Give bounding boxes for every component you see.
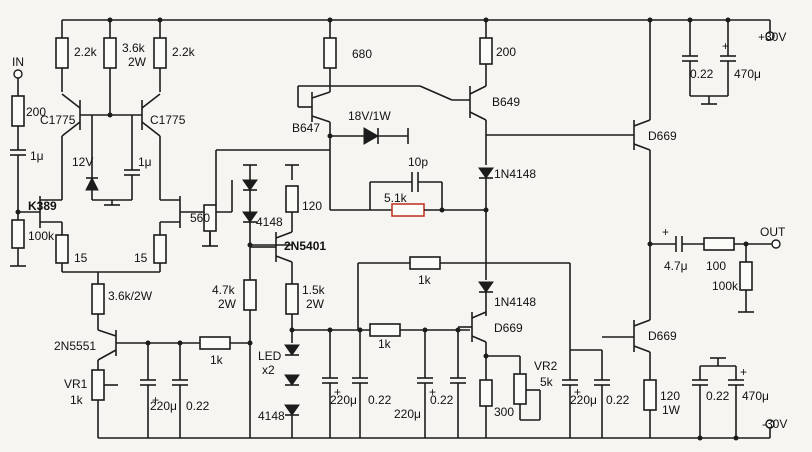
- vr2-val-label: 5k: [540, 375, 554, 389]
- q-2n5401-label: 2N5401: [284, 239, 326, 253]
- in-label: IN: [12, 55, 24, 69]
- r-5k1-label: 5.1k: [384, 191, 408, 205]
- plus-c-220u-a: +: [152, 393, 159, 407]
- c-022-a-label: 0.22: [186, 399, 210, 413]
- feedback-network: [369, 172, 489, 217]
- led-count-label: x2: [262, 363, 275, 377]
- plus-c-47u: +: [662, 225, 669, 239]
- input-terminal: [10, 69, 40, 267]
- plus-c-220u-d: +: [574, 385, 581, 399]
- w-1k5-label: 2W: [306, 297, 325, 311]
- jfet-source-resistors: [55, 234, 167, 284]
- supply-decoupling: [682, 17, 744, 441]
- q-c1775-right-label: C1775: [150, 113, 186, 127]
- z-12v-label: 12V: [72, 155, 93, 169]
- c-220u-b-label: 220μ: [330, 393, 357, 407]
- q-2n5401-transistor: [250, 164, 299, 284]
- plus-c-470u-bot: +: [740, 365, 747, 379]
- q-d669-c-label: D669: [648, 329, 677, 343]
- mid-bias-line: [357, 256, 578, 438]
- bias-string-upper: [202, 164, 292, 248]
- w-120-1w-label: 1W: [662, 403, 681, 417]
- c-1u-mid-label: 1μ: [138, 155, 152, 169]
- r-2k2-right-label: 2.2k: [172, 45, 196, 59]
- negative-rail: [98, 419, 775, 439]
- r-200-top-label: 200: [496, 45, 516, 59]
- r-1k-low-label: 1k: [378, 337, 392, 351]
- d-1n4148-b-label: 1N4148: [494, 295, 536, 309]
- d-4148-b-label: 4148: [258, 409, 285, 423]
- vminus-label: -30V: [762, 417, 787, 431]
- c-022-bot-label: 0.22: [706, 389, 730, 403]
- r-560-label: 560: [190, 211, 210, 225]
- r-120-1w-label: 120: [660, 389, 680, 403]
- vplus-label: +30V: [758, 30, 786, 44]
- r-15-right-label: 15: [134, 251, 148, 265]
- r-100-out-label: 100: [706, 259, 726, 273]
- d-4148-a-label: 4148: [256, 215, 283, 229]
- r-300-label: 300: [494, 405, 514, 419]
- r-200-in-label: 200: [26, 105, 46, 119]
- q-2n5551-label: 2N5551: [54, 339, 96, 353]
- cap-022-d: [570, 349, 610, 438]
- out-label: OUT: [760, 225, 786, 239]
- c-220u-a-label: 220μ: [150, 399, 177, 413]
- b649-driver-stage: [452, 17, 541, 438]
- plus-c-220u-b: +: [334, 385, 341, 399]
- vr1-name-label: VR1: [64, 377, 88, 391]
- r-1k5-label: 1.5k: [302, 283, 326, 297]
- c-022-c-label: 0.22: [430, 393, 454, 407]
- c-470u-bot-label: 470μ: [742, 389, 769, 403]
- c-022-d-label: 0.22: [606, 393, 630, 407]
- q-b649-label: B649: [492, 95, 520, 109]
- r-100k-out-label: 100k: [712, 279, 739, 293]
- k389-jfet: [39, 150, 233, 246]
- r-1k-bot-label: 1k: [210, 353, 224, 367]
- d-1n4148-a-label: 1N4148: [494, 167, 536, 181]
- r-3k6-top-label: 3.6k: [122, 41, 146, 55]
- c-022-b-label: 0.22: [368, 393, 392, 407]
- output-stage: [486, 17, 781, 438]
- r-4k7-label: 4.7k: [212, 283, 236, 297]
- q-d669-a-label: D669: [494, 321, 523, 335]
- q-b647-label: B647: [292, 121, 320, 135]
- plus-c-220u-c: +: [429, 385, 436, 399]
- q-k389-label: K389: [28, 199, 57, 213]
- r-15-left-label: 15: [74, 251, 88, 265]
- q-d669-b-label: D669: [648, 129, 677, 143]
- current-source-left: [91, 283, 248, 438]
- r-2k2-left-label: 2.2k: [74, 45, 98, 59]
- r-3k6-2w-label: 3.6k/2W: [108, 289, 153, 303]
- r-680-label: 680: [352, 47, 372, 61]
- w-4k7-label: 2W: [218, 297, 237, 311]
- led-name-label: LED: [258, 349, 282, 363]
- c-022-top-label: 0.22: [690, 67, 714, 81]
- c-470u-top-label: 470μ: [734, 67, 761, 81]
- c-47u-label: 4.7μ: [664, 259, 688, 273]
- bias-string-lower: [243, 247, 470, 438]
- r-100k-in-label: 100k: [28, 229, 55, 243]
- positive-rail: [62, 19, 775, 41]
- w-3k6-top-label: 2W: [128, 55, 147, 69]
- plus-c-470u-top: +: [722, 39, 729, 53]
- q-c1775-left-label: C1775: [40, 113, 76, 127]
- c-220u-d-label: 220μ: [570, 393, 597, 407]
- r-1k-mid-label: 1k: [418, 273, 432, 287]
- r-120-mid-label: 120: [302, 199, 322, 213]
- c-10p-label: 10p: [408, 155, 428, 169]
- c-220u-c-label: 220μ: [394, 407, 421, 421]
- vr2-name-label: VR2: [534, 359, 558, 373]
- c1775-cascode-pair: [61, 86, 161, 206]
- z-18v-label: 18V/1W: [348, 109, 391, 123]
- vr1-val-label: 1k: [70, 393, 84, 407]
- c-1u-in-label: 1μ: [30, 149, 44, 163]
- b647-stage: [215, 17, 453, 211]
- top-resistors-front: [55, 17, 167, 92]
